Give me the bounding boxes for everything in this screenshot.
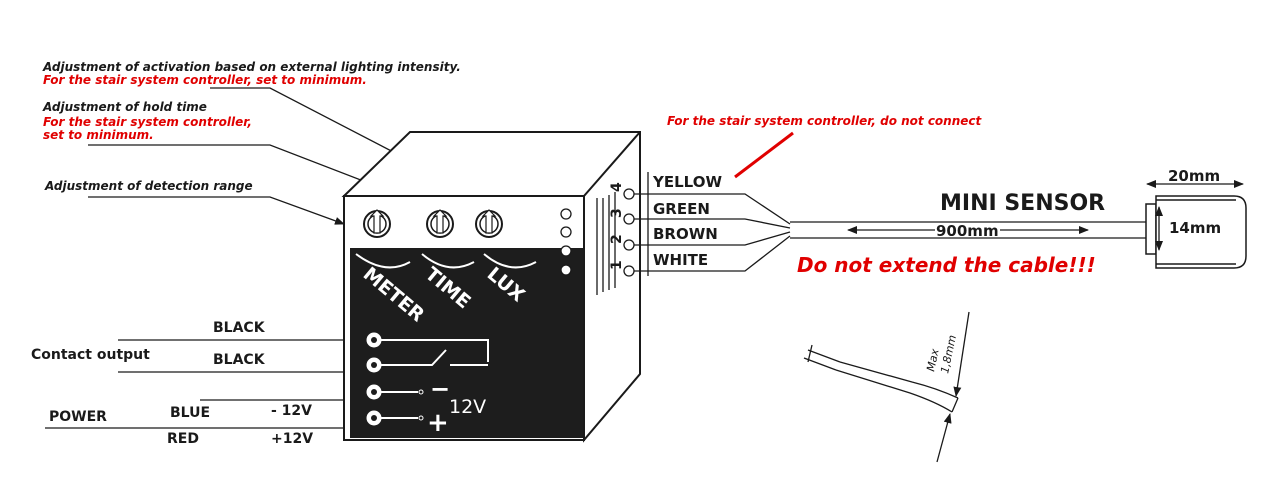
- power-label: POWER: [49, 409, 107, 425]
- yellow-wire-label: YELLOW: [652, 173, 722, 191]
- max-label-line1: Max: [924, 347, 942, 372]
- max-label-line2: 1,8mm: [938, 334, 959, 375]
- lux-annotation-line2: For the stair system controller, set to …: [43, 73, 367, 87]
- controller-face: [350, 248, 583, 438]
- yellow-wire-note: For the stair system controller, do not …: [667, 114, 983, 128]
- meter-knob[interactable]: [363, 209, 391, 238]
- range-leader-arrow: [88, 196, 345, 225]
- terminal-plus-sign: +: [427, 408, 449, 438]
- terminal-num-3: 3: [609, 208, 625, 218]
- sensor-height-label: 14mm: [1169, 219, 1221, 237]
- range-annotation: Adjustment of detection range: [44, 179, 253, 193]
- neg-12v-label: - 12V: [271, 403, 312, 419]
- blue-wire-label: BLUE: [170, 405, 210, 421]
- time-annotation-line2: For the stair system controller,: [43, 115, 252, 129]
- white-wire-label: WHITE: [653, 251, 708, 269]
- terminal-num-4: 4: [609, 182, 625, 192]
- terminal-num-1: 1: [609, 260, 625, 270]
- do-not-connect-slash: [734, 131, 794, 179]
- terminal-minus-sign: −: [430, 375, 450, 403]
- red-wire-label: RED: [167, 431, 199, 447]
- lux-knob[interactable]: [475, 209, 503, 238]
- terminal-voltage-label: 12V: [449, 396, 486, 418]
- black-wire-1-label: BLACK: [213, 320, 266, 336]
- controller-box: [341, 131, 641, 443]
- cable-tip-detail: [803, 311, 970, 463]
- left-wires: [45, 339, 344, 429]
- time-knob[interactable]: [426, 209, 454, 238]
- brown-wire-label: BROWN: [653, 225, 718, 243]
- cable-length-label: 900mm: [936, 222, 999, 240]
- sensor-width-label: 20mm: [1168, 167, 1220, 185]
- sensor-title: MINI SENSOR: [940, 191, 1105, 216]
- terminal-num-2: 2: [609, 234, 625, 244]
- sensor-dimensions: [1146, 180, 1244, 251]
- mini-sensor-head: [1145, 195, 1247, 269]
- black-wire-2-label: BLACK: [213, 352, 266, 368]
- side-indicators: [560, 208, 572, 276]
- output-terminals: [366, 332, 489, 426]
- green-wire-label: GREEN: [653, 200, 710, 218]
- time-annotation-line1: Adjustment of hold time: [42, 100, 207, 114]
- sensor-wires: [634, 172, 1146, 276]
- pos-12v-label: +12V: [271, 431, 313, 447]
- cable-warning: Do not extend the cable!!!: [797, 253, 1096, 277]
- contact-output-label: Contact output: [31, 347, 150, 363]
- time-annotation-line3: set to minimum.: [43, 128, 154, 142]
- lux-annotation-line1: Adjustment of activation based on extern…: [42, 60, 461, 74]
